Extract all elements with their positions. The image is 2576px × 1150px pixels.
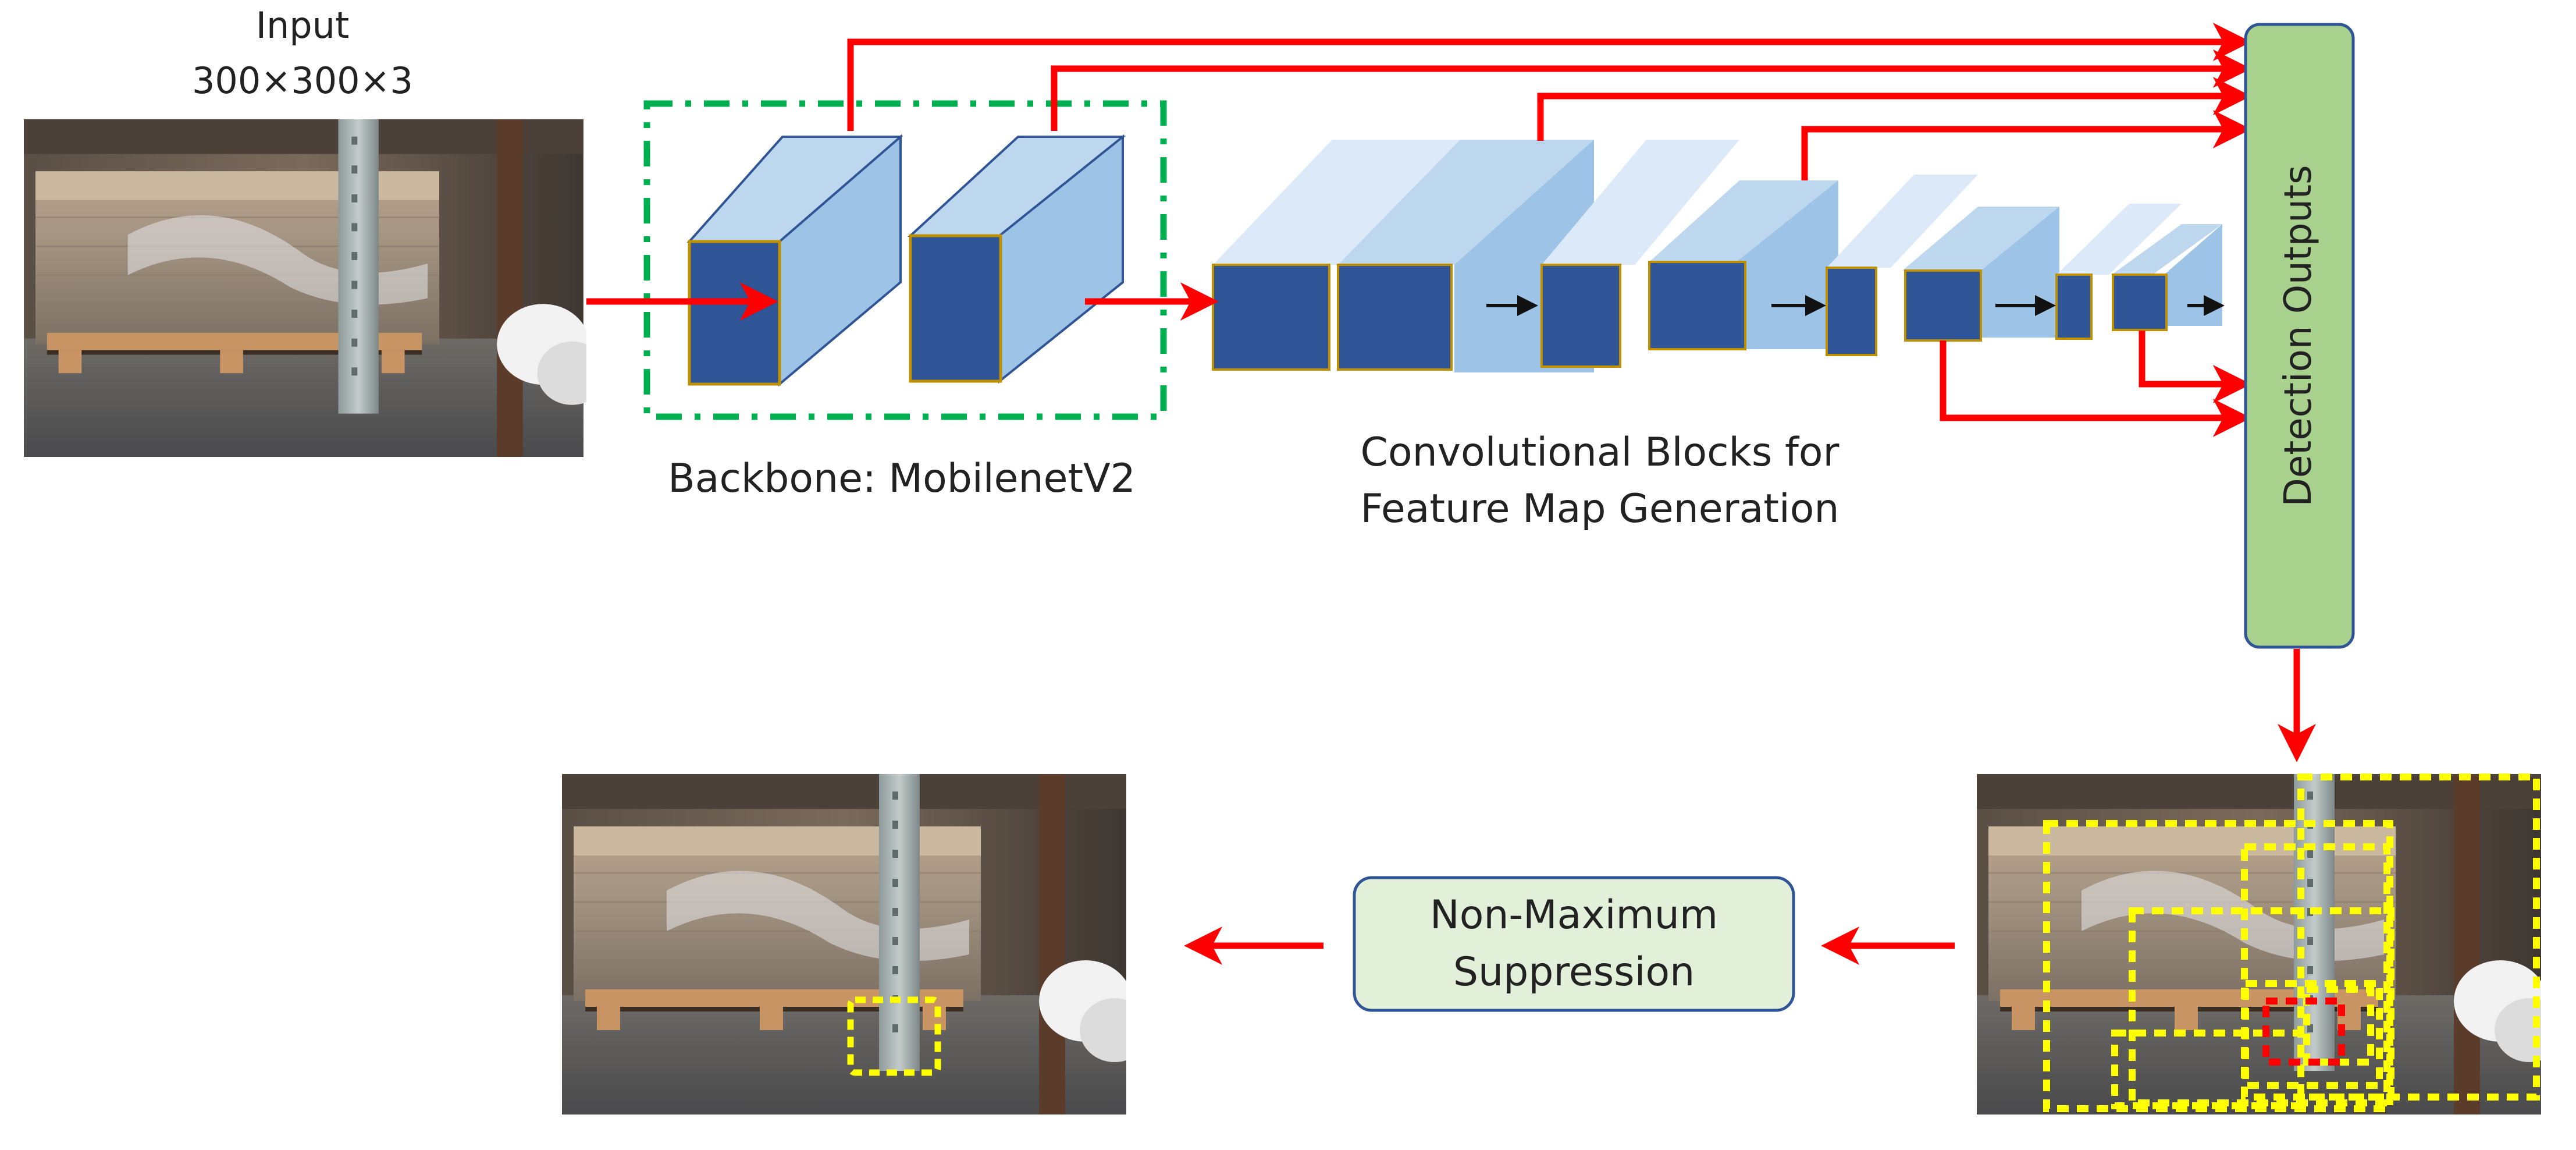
backbone-label: Backbone: MobilenetV2 xyxy=(668,456,1136,502)
input-title: Input xyxy=(255,4,350,47)
candidate-detections-image xyxy=(1977,773,2541,1114)
input-dimensions: 300×300×3 xyxy=(191,59,414,102)
result-image xyxy=(562,774,1126,1114)
backbone-block-1 xyxy=(686,134,903,387)
backbone-frame xyxy=(643,100,1167,420)
nms-label-line2: Suppression xyxy=(1453,949,1695,995)
input-image xyxy=(23,119,586,457)
backbone-block-2 xyxy=(907,134,1126,384)
detection-outputs-box xyxy=(2244,23,2355,649)
data-flow-arrows xyxy=(586,23,2316,965)
detection-outputs-label: Detection Outputs xyxy=(2277,165,2321,507)
conv-blocks-label-line1: Convolutional Blocks for xyxy=(1360,430,1840,475)
feature-blocks xyxy=(1212,140,2222,372)
nms-label-line1: Non-Maximum xyxy=(1429,892,1718,938)
conv-blocks-label-line2: Feature Map Generation xyxy=(1360,486,1840,532)
nms-box xyxy=(1353,876,1795,1012)
